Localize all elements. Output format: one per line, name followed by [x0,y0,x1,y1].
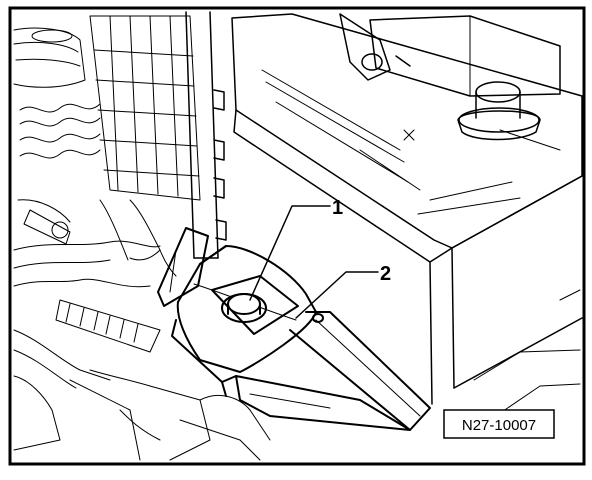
callout-label: 2 [380,263,391,285]
bolt-washer [221,293,267,323]
bolt-head [227,293,261,315]
clamp-assembly [157,227,431,431]
figure-code-box: N27-10007 [443,409,555,439]
callout-leaders [249,205,379,319]
figure-frame [8,6,586,466]
battery-body [231,13,583,421]
support-post [185,11,227,259]
figure-code: N27-10007 [462,417,536,434]
engine-bay-left [13,15,271,461]
callout-label: 1 [332,197,343,219]
